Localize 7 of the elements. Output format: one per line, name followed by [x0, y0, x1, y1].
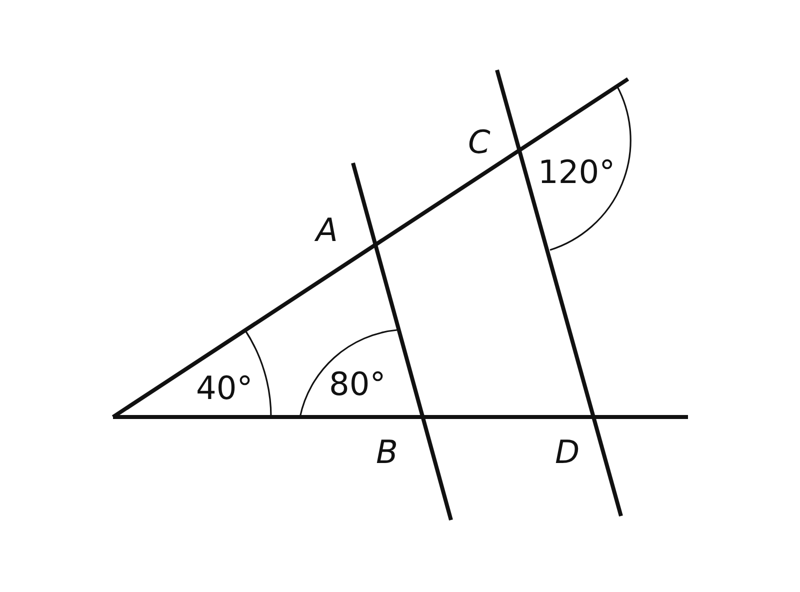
point-label: A	[316, 214, 338, 246]
angle-label: 120°	[538, 156, 616, 188]
point-label: B	[376, 436, 398, 468]
point-label: C	[468, 126, 490, 158]
point-label: D	[555, 436, 580, 468]
angle-label: 80°	[329, 368, 386, 400]
angle-label: 40°	[196, 372, 253, 404]
